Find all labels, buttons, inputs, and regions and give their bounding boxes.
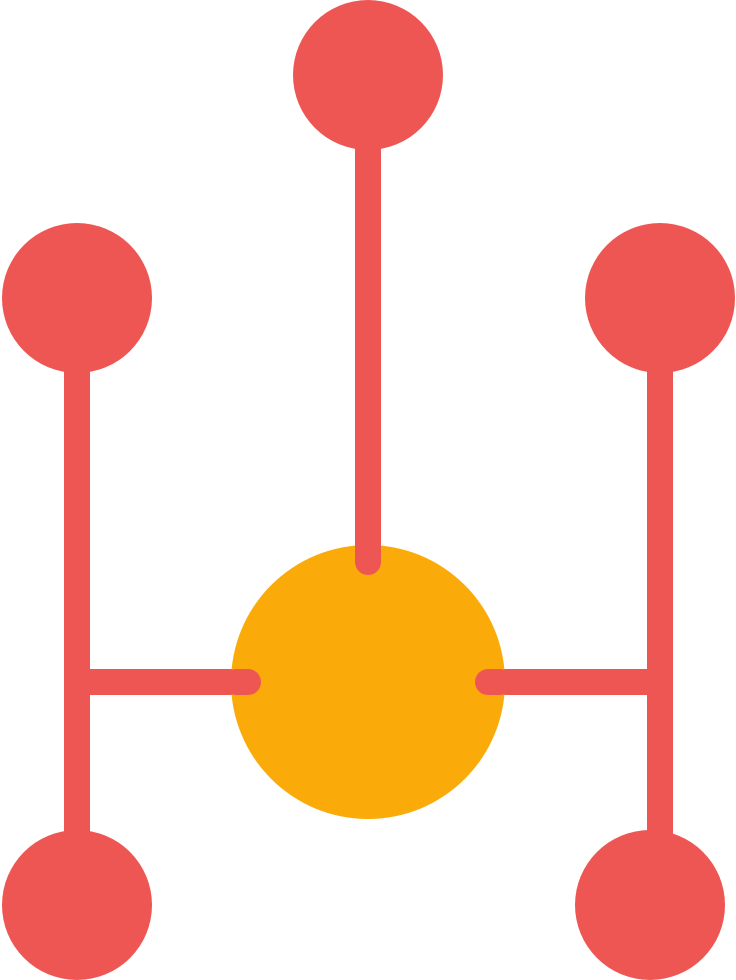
node-top [293,0,443,150]
connector-stubs [223,527,513,695]
hub-node [231,545,505,819]
node-lower-right [575,830,725,980]
node-upper-right [585,223,735,373]
connector-lines [64,127,673,853]
node-lower-left [2,830,152,980]
node-upper-left [2,223,152,373]
